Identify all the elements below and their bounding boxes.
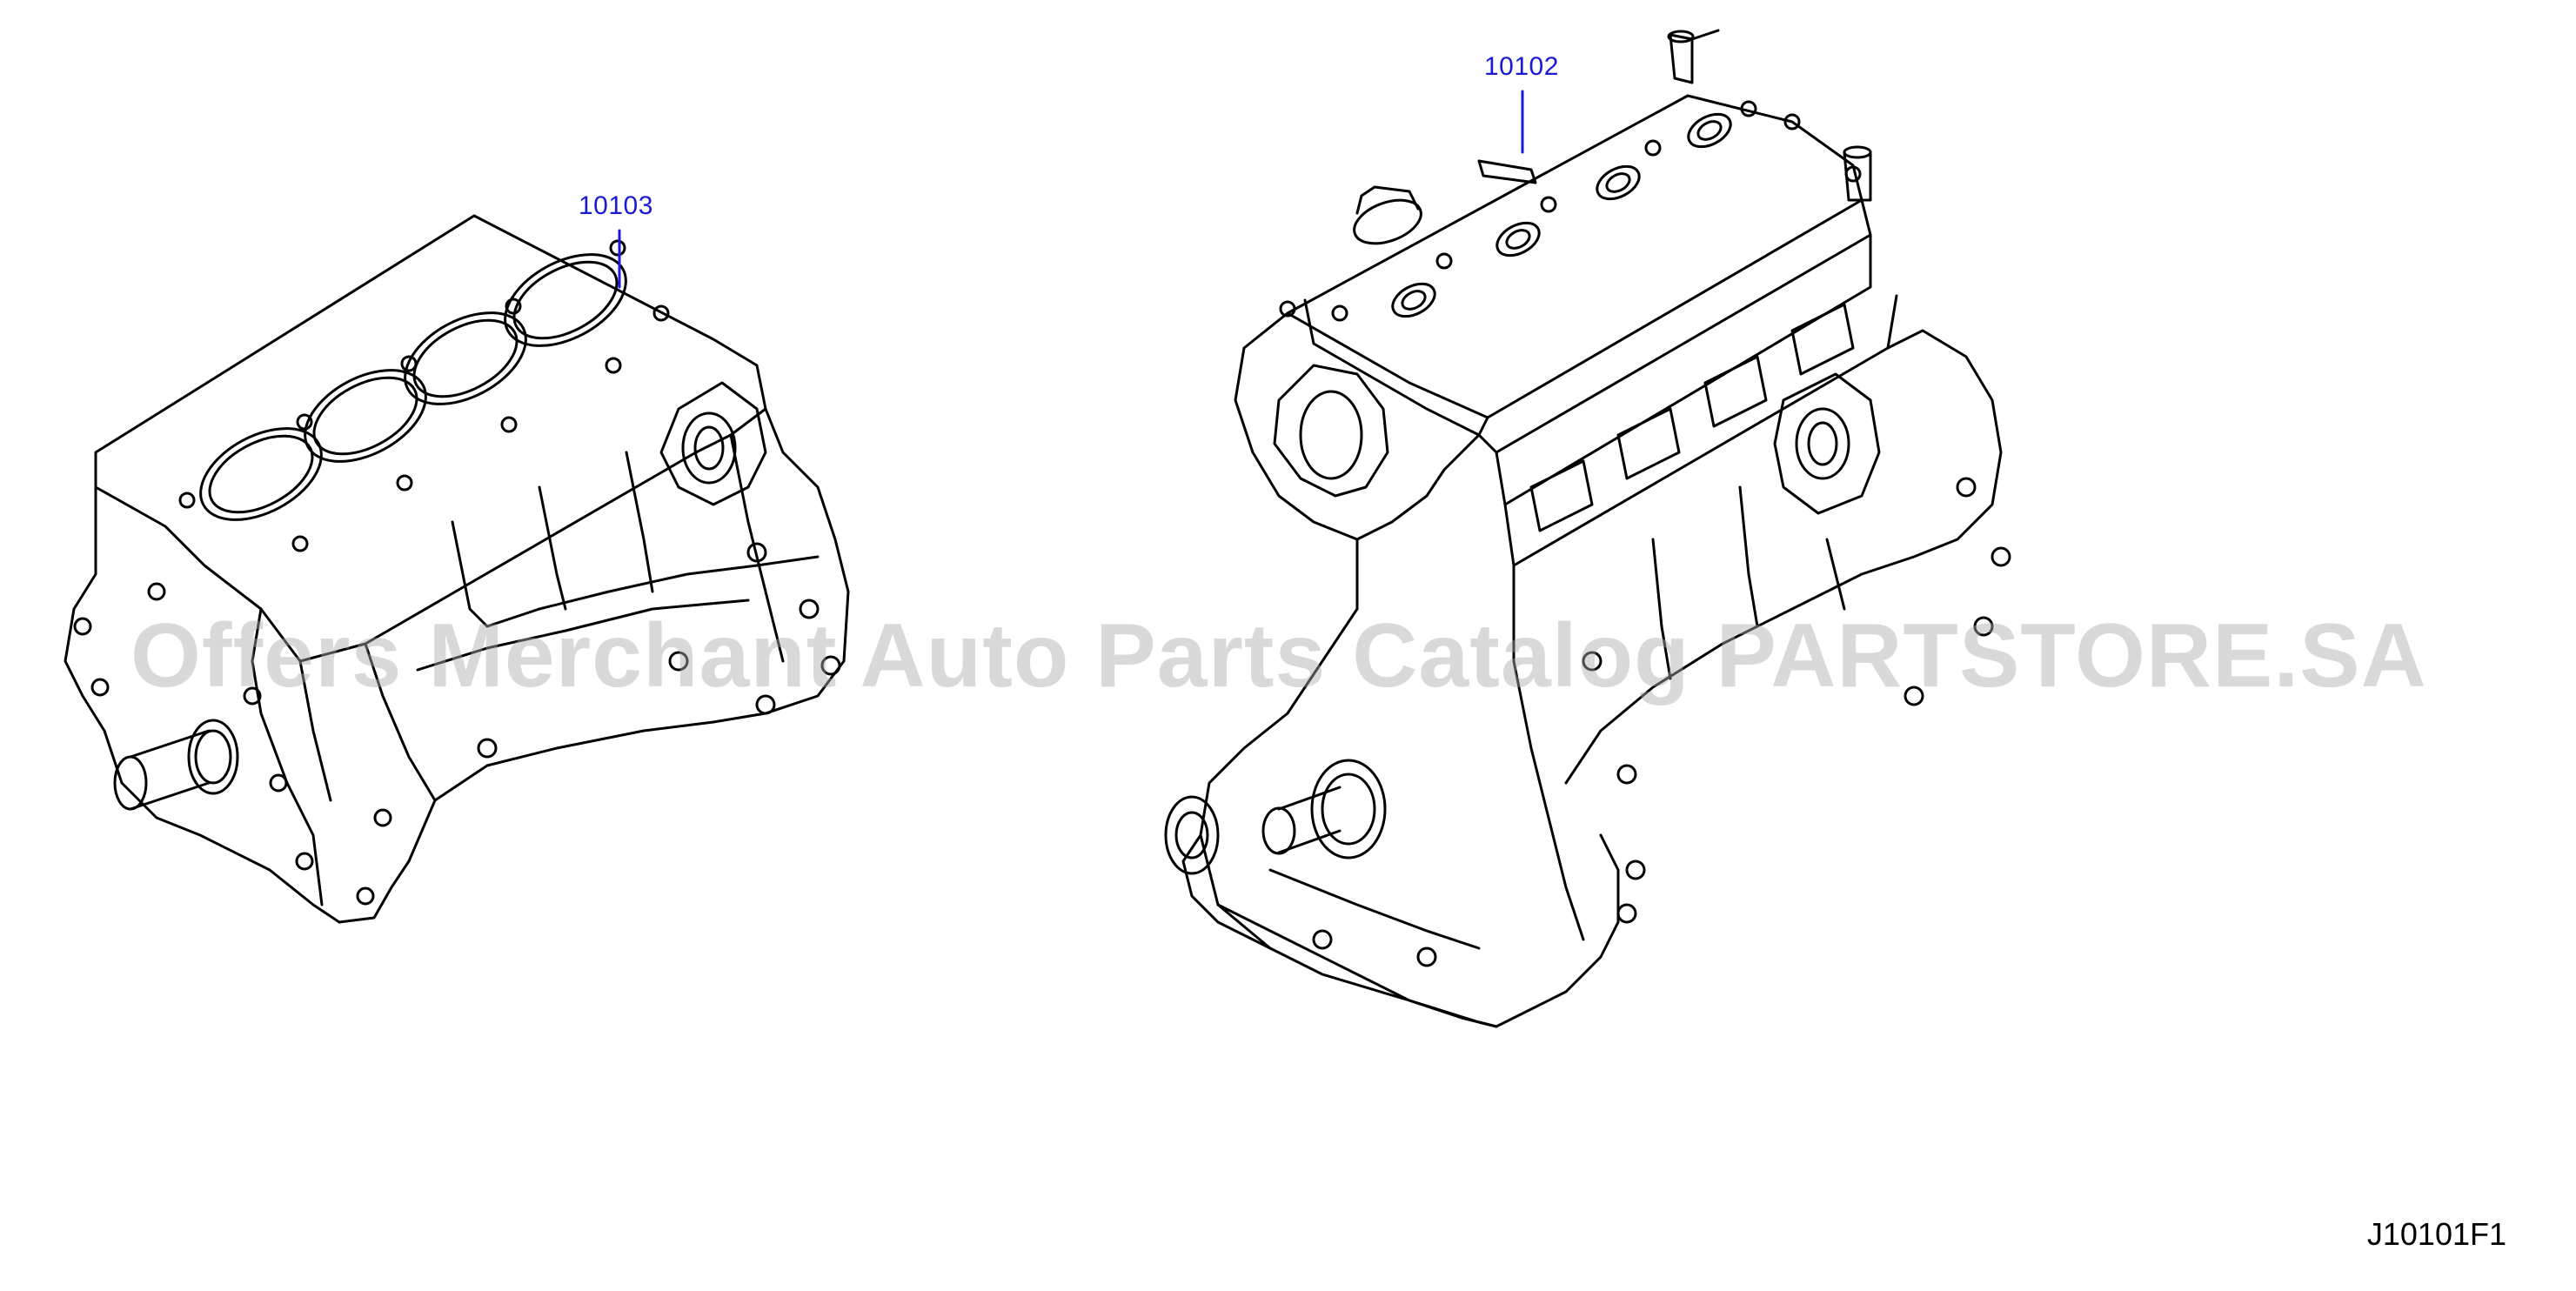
short-engine-block[interactable]	[64, 214, 850, 924]
complete-engine-assembly[interactable]	[1164, 29, 2011, 1028]
callout-10103[interactable]: 10103	[579, 191, 653, 220]
diagram-code: J10101F1	[2366, 1216, 2506, 1252]
callout-10102[interactable]: 10102	[1484, 52, 1559, 81]
